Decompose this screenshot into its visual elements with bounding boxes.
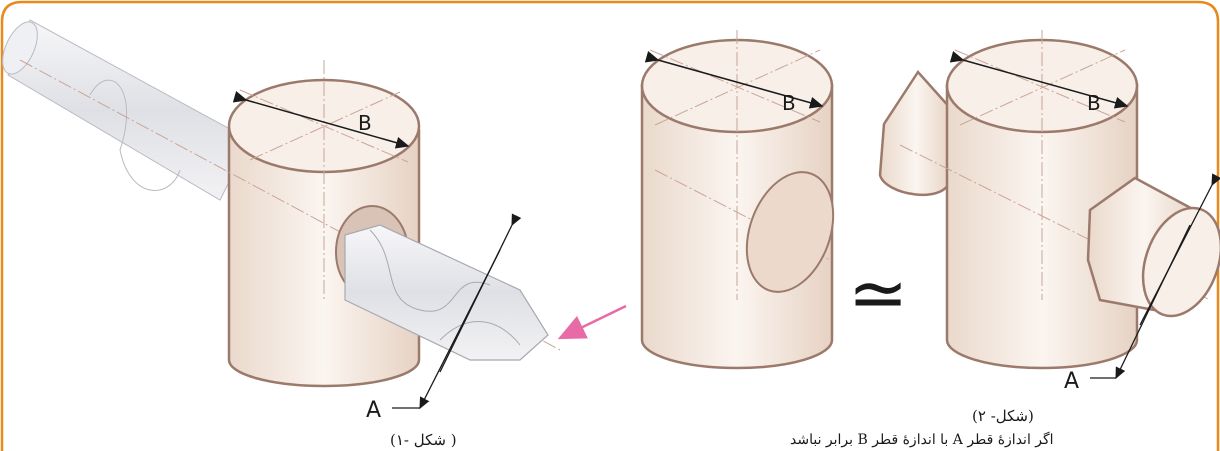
figure-2-caption: (شکل- ۲) <box>972 407 1034 425</box>
pointer-arrow <box>557 304 627 340</box>
figure-2-branch: B A <box>878 30 1220 394</box>
equivalence-symbol: ≃ <box>848 251 908 335</box>
figure-2-note: اگر اندازهٔ قطر A با اندازهٔ قطر B برابر… <box>790 432 1054 448</box>
cylinder-body-1 <box>227 128 421 388</box>
dimension-label-B-2b: B <box>1087 91 1101 115</box>
dimension-label-B: B <box>358 111 372 135</box>
dimension-label-B-2a: B <box>782 91 796 115</box>
dimension-label-A: A <box>366 398 381 423</box>
figure-2-hole: B <box>640 30 835 370</box>
drill-shank <box>7 19 251 201</box>
figure-1-caption: ( شکل -۱) <box>390 431 457 449</box>
dimension-label-A-2: A <box>1064 369 1079 394</box>
figure-1: B A <box>2 19 627 423</box>
